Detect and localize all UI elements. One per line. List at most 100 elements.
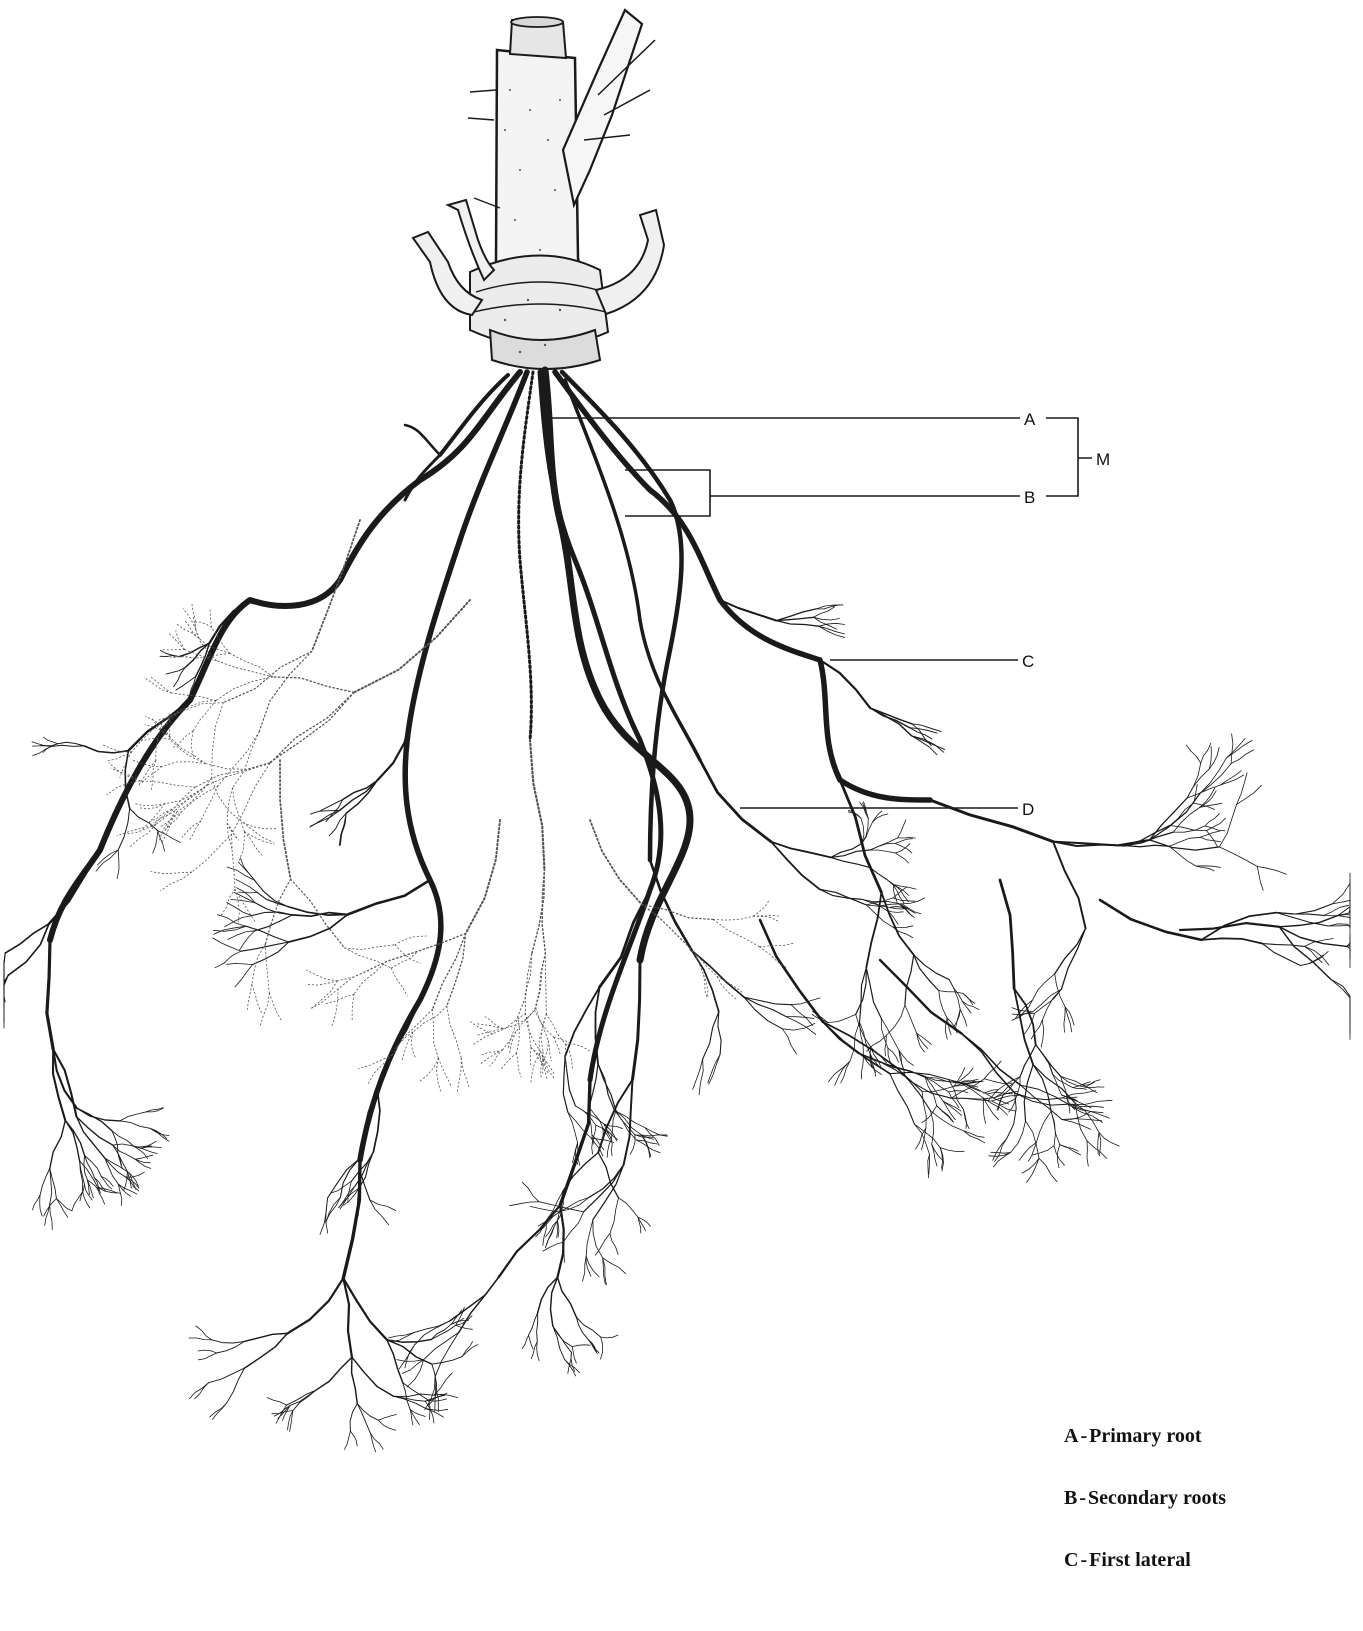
- lateral-root-branch: [1039, 1158, 1057, 1182]
- lateral-root-branch: [642, 1135, 650, 1158]
- lateral-root-branch: [703, 1012, 719, 1059]
- lateral-root-branch: [311, 981, 338, 1009]
- lateral-root-branch: [43, 737, 57, 744]
- lateral-root-branch: [1207, 818, 1226, 830]
- lateral-root-branch: [316, 1357, 352, 1390]
- lateral-root-branch: [117, 850, 119, 879]
- lateral-root-branch: [1053, 1074, 1062, 1095]
- lateral-root-branch: [946, 1018, 948, 1039]
- lateral-root-branch: [233, 731, 260, 788]
- lateral-root-branch: [50, 1205, 53, 1230]
- lateral-root-branch: [554, 1037, 571, 1044]
- lateral-root-branch: [236, 880, 257, 893]
- lateral-root-branch: [598, 1080, 632, 1153]
- lateral-root-branch: [370, 1200, 396, 1211]
- lateral-root-branch: [912, 736, 937, 755]
- lateral-root-branch: [357, 1404, 378, 1421]
- lateral-root-branch: [370, 1200, 389, 1225]
- lateral-root-branch: [1279, 927, 1346, 947]
- lateral-root-branch: [447, 1006, 462, 1058]
- lateral-root-branch: [931, 1111, 964, 1131]
- lateral-root-branch: [233, 788, 245, 832]
- lateral-root-branch: [753, 900, 769, 916]
- lateral-root-branch: [1196, 866, 1214, 871]
- lateral-root-branch: [1087, 1141, 1107, 1159]
- lateral-root-branch: [344, 1188, 360, 1205]
- lateral-root-branch: [120, 1121, 150, 1128]
- lateral-root-branch: [193, 701, 216, 731]
- lateral-root-branch: [1014, 989, 1033, 1065]
- lateral-root-branch: [530, 1206, 556, 1211]
- lateral-root-branch: [501, 1053, 517, 1070]
- lateral-root-branch: [1277, 904, 1333, 914]
- lateral-root-branch: [601, 1335, 618, 1338]
- lateral-root-branch: [1200, 831, 1220, 837]
- lateral-root-branch: [51, 745, 84, 746]
- lateral-root-branch: [530, 740, 544, 869]
- lateral-root-branch: [124, 1172, 128, 1191]
- lateral-root-branch: [517, 1016, 520, 1053]
- lateral-root-branch: [212, 1340, 244, 1343]
- lateral-root-branch: [394, 1394, 434, 1397]
- lateral-root-branch: [232, 834, 235, 889]
- lateral-root-branch: [890, 1072, 949, 1079]
- lateral-root-branch: [960, 1010, 967, 1027]
- lateral-root-branch: [537, 1313, 538, 1342]
- primary-and-secondary-roots: [50, 370, 930, 1160]
- lateral-root-branch: [245, 832, 275, 844]
- lateral-root-branch: [379, 1415, 397, 1421]
- lateral-root-branch: [522, 1335, 528, 1348]
- lateral-root-branch: [531, 1342, 537, 1359]
- lateral-root-branch: [223, 651, 311, 702]
- lateral-root-branch: [40, 1169, 50, 1196]
- lateral-root-branch: [357, 1404, 370, 1434]
- lateral-root-branch: [565, 1056, 575, 1106]
- lateral-root-branch: [173, 656, 195, 658]
- lateral-root-branch: [394, 1396, 427, 1409]
- lateral-root-branch: [870, 838, 898, 850]
- lateral-root-branch: [1042, 989, 1061, 1020]
- lateral-root-branch: [140, 781, 195, 787]
- lateral-root-branch: [595, 1233, 610, 1255]
- legend: A-Primary root B-Secondary roots C-First…: [1064, 1422, 1344, 1608]
- lateral-root-branch: [1073, 1088, 1086, 1090]
- secondary-root-left-long: [50, 372, 520, 940]
- lateral-root-branch: [189, 1338, 212, 1340]
- lateral-root-branch: [85, 1156, 95, 1178]
- lateral-root-branch: [238, 892, 257, 893]
- lateral-root-branch: [260, 993, 269, 1027]
- lateral-root-branch: [531, 1054, 540, 1083]
- lateral-root-branch: [771, 842, 831, 858]
- lateral-root-branch: [490, 1050, 503, 1066]
- lateral-root-branch: [535, 953, 546, 1011]
- lateral-root-branch: [43, 744, 58, 753]
- lateral-root-branch: [201, 786, 218, 821]
- lateral-root-branch: [162, 762, 206, 767]
- lateral-root-branch: [1219, 847, 1257, 867]
- lateral-root-branch: [216, 661, 272, 677]
- lateral-root-branch: [170, 737, 206, 764]
- lateral-root-branch: [379, 1420, 396, 1430]
- lateral-root-branch: [345, 1431, 351, 1449]
- lateral-root-branch: [135, 1159, 151, 1168]
- lateral-root-branch: [120, 1112, 146, 1121]
- lateral-root-branch: [153, 831, 158, 853]
- lateral-root-branch: [461, 1058, 469, 1087]
- lateral-root-branch: [553, 1326, 572, 1352]
- lateral-root-branch: [537, 1342, 539, 1361]
- legend-item-c: C-First lateral: [1064, 1546, 1344, 1574]
- lateral-root-branch: [210, 1403, 227, 1417]
- lateral-root-branch: [466, 820, 500, 933]
- lateral-root-branch: [1169, 837, 1200, 846]
- lateral-root-branch: [611, 1139, 612, 1156]
- lateral-root-branch: [503, 1010, 535, 1028]
- lateral-root-branch: [326, 994, 354, 1004]
- lateral-root-branch: [1186, 745, 1201, 763]
- lateral-root-branch: [601, 1337, 603, 1359]
- lateral-root-branch: [98, 1187, 118, 1193]
- lateral-root-branch: [713, 920, 759, 947]
- lateral-root-branch: [880, 960, 961, 1033]
- lateral-root-branch: [939, 991, 947, 1018]
- lateral-root-branch: [405, 1345, 415, 1368]
- lateral-root-branch: [352, 994, 354, 1020]
